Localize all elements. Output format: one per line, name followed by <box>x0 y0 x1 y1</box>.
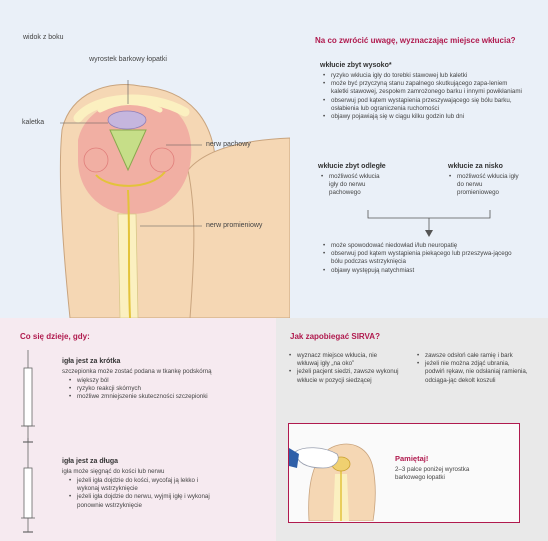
axillary-nerve-label: nerw pachowy <box>206 141 251 148</box>
prevent-right-list: zawsze odsłoń całe ramię i bark jeżeli n… <box>416 352 528 385</box>
list-item: ryzyko wkłucia igły do torebki stawowej … <box>322 72 522 80</box>
what-happens-panel: Co się dzieje, gdy: igła jest za krótka … <box>0 318 276 541</box>
radial-nerve <box>127 189 131 318</box>
too-high-title: wkłucie zbyt wysoko* <box>320 62 392 69</box>
syringe-long-icon <box>21 438 35 533</box>
short-needle-list: większy ból ryzyko reakcji skórnych możl… <box>68 377 258 402</box>
shoulder-illustration <box>59 80 290 318</box>
list-item: jeżeli igła dojdzie do nerwu, wyjmij igł… <box>68 493 218 509</box>
long-needle-title: igła jest za długa <box>62 458 119 465</box>
too-far-list: możliwość wkłucia igły do nerwu pachoweg… <box>320 173 390 198</box>
acromion-label: wyrostek barkowy łopatki <box>89 56 167 63</box>
list-item: jeżeli nie można zdjąć ubrania, podwiń r… <box>416 360 528 385</box>
hand-on-shoulder-illustration <box>289 443 376 521</box>
list-item: jeżeli pacjent siedzi, zawsze wykonuj wk… <box>288 368 400 384</box>
list-item: obserwuj pod kątem wystąpienia piekącego… <box>322 250 522 266</box>
list-item: ryzyko reakcji skórnych <box>68 385 258 393</box>
attention-heading: Na co zwrócić uwagę, wyznaczając miejsce… <box>315 36 516 45</box>
prevent-heading: Jak zapobiegać SIRVA? <box>290 332 380 341</box>
what-happens-heading: Co się dzieje, gdy: <box>20 332 90 341</box>
radial-nerve-label: nerw promieniowy <box>206 222 263 229</box>
acromion-shape <box>97 100 163 113</box>
too-low-list: możliwość wkłucia igły do nerwu promieni… <box>448 173 522 198</box>
remember-title: Pamiętaj! <box>395 454 429 463</box>
bursa-shape <box>107 110 147 130</box>
too-high-list: ryzyko wkłucia igły do torebki stawowej … <box>322 72 522 121</box>
list-item: możliwość wkłucia igły do nerwu promieni… <box>448 173 522 198</box>
short-needle-intro: szczepionka może zostać podana w tkankę … <box>62 368 212 375</box>
too-low-title: wkłucie za nisko <box>448 163 503 170</box>
syringe-short-icon <box>21 350 35 443</box>
too-far-title: wkłucie zbyt odległe <box>318 163 386 170</box>
outcome-list: może spowodować niedowład i/lub neuropat… <box>322 242 522 275</box>
list-item: może być przyczyną stanu zapalnego skutk… <box>322 80 522 96</box>
bursa-label: kaletka <box>22 119 45 126</box>
list-item: możliwe zmniejszenie skuteczności szczep… <box>68 393 258 401</box>
list-item: obserwuj pod kątem wystąpienia przeszywa… <box>322 97 522 113</box>
deltoid-muscle <box>78 99 192 214</box>
list-item: zawsze odsłoń całe ramię i bark <box>416 352 528 360</box>
prevent-left-list: wyznacz miejsce wkłucia, nie wkłuwaj igł… <box>288 352 400 385</box>
long-needle-intro: igła może sięgnąć do kości lub nerwu <box>62 468 165 475</box>
remember-box: Pamiętaj! 2–3 palce poniżej wyrostka bar… <box>288 423 520 523</box>
humerus-bone <box>117 213 139 318</box>
list-item: może spowodować niedowład i/lub neuropat… <box>322 242 522 250</box>
list-item: wyznacz miejsce wkłucia, nie wkłuwaj igł… <box>288 352 400 368</box>
list-item: objawy pojawiają się w ciągu kilku godzi… <box>322 113 522 121</box>
list-item: objawy występują natychmiast <box>322 267 522 275</box>
list-item: możliwość wkłucia igły do nerwu pachoweg… <box>320 173 390 198</box>
top-panel: widok z boku wyrostek barkowy łopatki ka… <box>0 0 548 318</box>
list-item: większy ból <box>68 377 258 385</box>
remember-text: 2–3 palce poniżej wyrostka barkowego łop… <box>395 466 470 482</box>
collarbone <box>73 94 190 123</box>
injection-triangle <box>109 129 147 172</box>
axillary-nerve <box>95 171 166 187</box>
long-needle-list: jeżeli igła dojdzie do kości, wycofaj ją… <box>68 477 218 510</box>
short-needle-title: igła jest za krótka <box>62 358 121 365</box>
list-item: jeżeli igła dojdzie do kości, wycofaj ją… <box>68 477 218 493</box>
view-label: widok z boku <box>23 34 64 41</box>
